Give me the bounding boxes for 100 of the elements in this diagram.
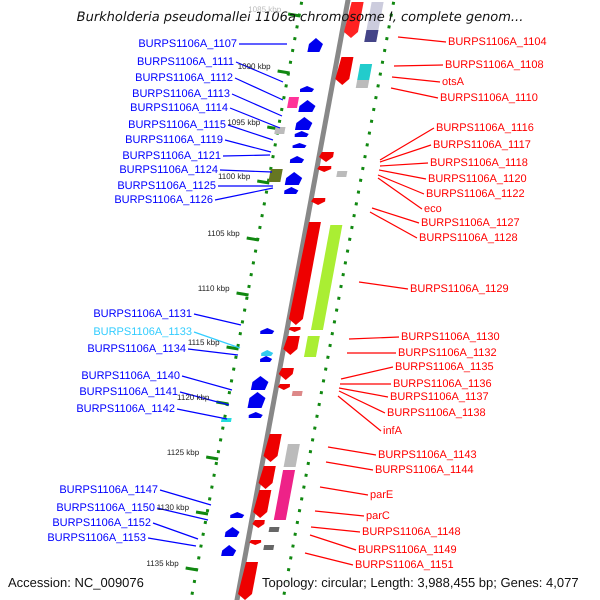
gene-label: BURPS1106A_1117	[433, 139, 531, 151]
gene-label: BURPS1106A_1132	[398, 347, 497, 359]
leader-line	[234, 77, 284, 101]
leader-line	[220, 169, 272, 173]
gene-label: BURPS1106A_1121	[122, 150, 221, 162]
gene-label: BURPS1106A_1130	[401, 331, 500, 343]
gene-label: BURPS1106A_1104	[448, 36, 547, 48]
gene-label: otsA	[442, 76, 464, 88]
gene-label: BURPS1106A_1134	[87, 343, 186, 355]
leader-line	[328, 446, 376, 456]
leader-line	[239, 43, 287, 45]
gene-label: BURPS1106A_1110	[440, 92, 538, 104]
leader-line	[320, 486, 368, 496]
leader-line	[340, 383, 391, 385]
leader-line	[310, 526, 360, 533]
leader-line	[304, 552, 354, 566]
gene-label: BURPS1106A_1116	[436, 122, 534, 134]
leader-line	[194, 331, 240, 349]
gene-label: BURPS1106A_1114	[130, 102, 228, 114]
gene-label: BURPS1106A_1115	[128, 119, 226, 131]
gene-label: BURPS1106A_1135	[395, 361, 494, 373]
leader-line	[338, 396, 382, 432]
leader-line	[348, 336, 400, 340]
leader-line	[224, 139, 272, 153]
gene-label: BURPS1106A_1153	[47, 532, 146, 544]
gene-label: BURPS1106A_1138	[387, 407, 486, 419]
footer-text: Topology: circular; Length: 3,988,455 bp; Genes: 4,077	[262, 575, 579, 590]
leader-line	[370, 211, 418, 239]
gene-label: BURPS1106A_1144	[375, 464, 474, 476]
leader-line	[230, 107, 280, 129]
gene-label: BURPS1106A_1107	[138, 38, 237, 50]
leader-line	[228, 124, 274, 141]
leader-line	[392, 76, 440, 83]
gene-label: BURPS1106A_1137	[390, 391, 489, 403]
scale-label: 1105 kbp	[207, 229, 240, 238]
leader-line	[398, 36, 446, 43]
leader-line	[394, 64, 444, 67]
leader-line	[310, 534, 356, 551]
leader-line	[218, 185, 273, 187]
gene-label: parE	[370, 489, 394, 501]
gene-label: BURPS1106A_1129	[410, 283, 509, 295]
gene-label: BURPS1106A_1128	[419, 232, 518, 244]
leader-line	[160, 489, 212, 506]
leader-line	[152, 522, 198, 540]
gene-label: BURPS1106A_1126	[114, 194, 213, 206]
gene-label: BURPS1106A_1149	[358, 544, 457, 556]
gene-label: BURPS1106A_1108	[445, 59, 544, 71]
footer-text: Accession: NC_009076	[8, 575, 144, 590]
gene-label: BURPS1106A_1152	[52, 517, 151, 529]
scale-label: 1110 kbp	[198, 284, 230, 293]
gene-label: BURPS1106A_1143	[378, 449, 477, 461]
leader-line	[347, 352, 396, 354]
gene-label: BURPS1106A_1124	[119, 164, 218, 176]
leader-line	[180, 391, 230, 406]
leader-line	[378, 178, 422, 210]
scale-label: 1135 kbp	[146, 559, 179, 568]
gene-label: BURPS1106A_1147	[59, 484, 158, 496]
scale-label: 1130 kbp	[156, 503, 190, 512]
gene-label: BURPS1106A_1122	[426, 188, 525, 200]
gene-label: BURPS1106A_1148	[362, 526, 461, 538]
leader-line	[372, 207, 420, 224]
leader-line	[358, 281, 408, 290]
leader-line	[194, 313, 242, 326]
gene-label: BURPS1106A_1142	[76, 403, 175, 415]
leader-line	[176, 408, 228, 420]
gene-label: parC	[366, 510, 390, 522]
scale-label: 1125 kbp	[166, 448, 200, 457]
leader-line	[214, 187, 274, 201]
gene-label: BURPS1106A_1125	[117, 180, 216, 192]
leader-line	[380, 127, 434, 161]
gene-label: BURPS1106A_1136	[393, 378, 492, 390]
gene-label: BURPS1106A_1118	[430, 157, 528, 169]
gene-label: infA	[383, 425, 402, 437]
leader-line	[236, 61, 284, 83]
gene-label: BURPS1106A_1111	[136, 56, 234, 68]
leader-line	[182, 375, 232, 391]
leader-line	[148, 537, 196, 547]
leader-line	[378, 174, 424, 195]
gene-label: BURPS1106A_1150	[56, 502, 155, 514]
leader-line	[338, 387, 388, 398]
leader-line	[222, 154, 270, 157]
leader-line	[380, 144, 432, 163]
gene-label: BURPS1106A_1141	[79, 386, 178, 398]
leader-line	[390, 87, 438, 99]
gene-label: BURPS1106A_1151	[355, 559, 454, 571]
gene-label: BURPS1106A_1120	[428, 173, 527, 185]
gene-label: BURPS1106A_1140	[81, 370, 180, 382]
leader-line	[378, 169, 426, 180]
gene-label: BURPS1106A_1112	[135, 72, 233, 84]
gene-label: BURPS1106A_1113	[132, 88, 230, 100]
scale-label: 1100 kbp	[218, 172, 250, 181]
leader-line	[232, 93, 282, 117]
leader-line	[156, 507, 208, 521]
gene-label: BURPS1106A_1119	[125, 134, 223, 146]
leader-line	[340, 366, 394, 380]
gene-label: eco	[424, 203, 442, 215]
leader-line	[188, 348, 238, 356]
leader-line	[314, 510, 364, 517]
leader-line	[338, 390, 386, 414]
leader-line	[380, 162, 428, 167]
